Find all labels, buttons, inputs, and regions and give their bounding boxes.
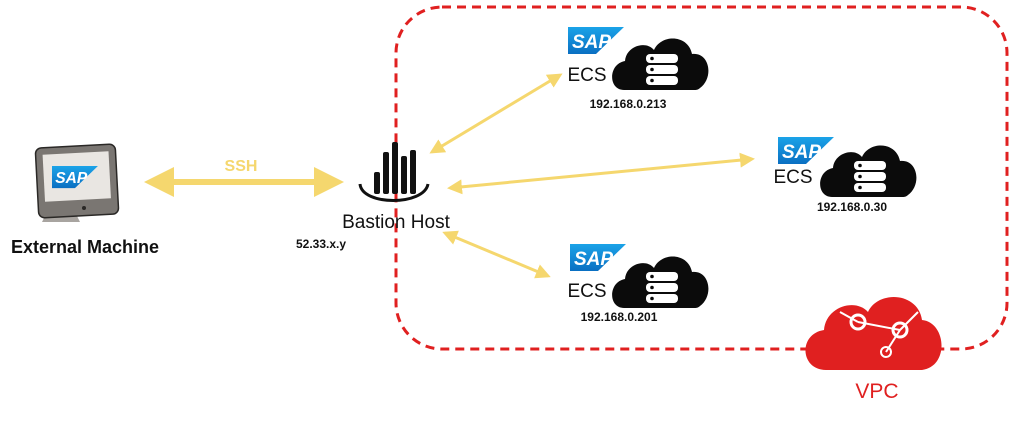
vpc-cloud-icon bbox=[805, 297, 942, 370]
ecs-node: ECS 192.168.0.30 bbox=[773, 137, 917, 214]
bastion-ip: 52.33.x.y bbox=[296, 237, 346, 251]
vpc-label: VPC bbox=[855, 380, 898, 403]
ecs-label: ECS bbox=[567, 281, 606, 302]
server-cloud-icon bbox=[820, 145, 917, 197]
sap-logo bbox=[570, 244, 626, 271]
ecs-node: ECS 192.168.0.213 bbox=[567, 27, 709, 111]
server-cloud-icon bbox=[612, 256, 709, 308]
bastion-label: Bastion Host bbox=[342, 212, 450, 233]
ecs-label: ECS bbox=[773, 167, 812, 188]
arrow-to-ecs-3 bbox=[442, 230, 551, 279]
external-machine-label: External Machine bbox=[11, 237, 159, 257]
ecs-ip: 192.168.0.30 bbox=[817, 200, 887, 214]
bastion-host: Bastion Host 52.33.x.y bbox=[296, 142, 451, 251]
ecs-label: ECS bbox=[567, 65, 606, 86]
arrow-to-ecs-1 bbox=[429, 73, 563, 154]
ssh-label: SSH bbox=[225, 158, 258, 175]
arrow-to-ecs-2 bbox=[447, 152, 755, 195]
ecs-ip: 192.168.0.201 bbox=[581, 310, 658, 324]
ecs-node: ECS 192.168.0.201 bbox=[567, 244, 709, 324]
external-machine: External Machine bbox=[11, 143, 159, 257]
sap-logo bbox=[778, 137, 834, 164]
sap-logo bbox=[568, 27, 624, 54]
bastion-icon bbox=[358, 142, 430, 202]
ecs-ip: 192.168.0.213 bbox=[590, 97, 667, 111]
server-cloud-icon bbox=[612, 38, 709, 90]
vpc-boundary bbox=[394, 5, 1009, 351]
